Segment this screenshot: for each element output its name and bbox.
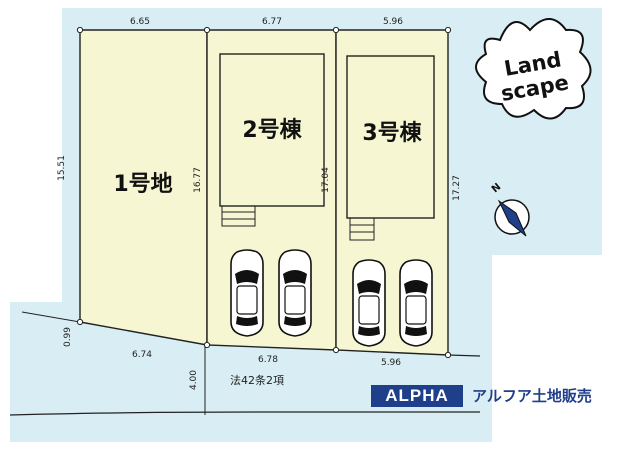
dim-top-lot2: 6.77 [262,17,282,27]
dim-top-lot3: 5.96 [383,17,403,27]
dim-left-lower: 0.99 [63,327,73,347]
parking-car-3 [352,259,386,347]
dim-bottom-lot2: 6.78 [258,355,278,365]
landscape-badge: Land scape [475,18,592,120]
lot-3-label: 3号棟 [362,120,422,146]
lot-1-label: 1号地 [113,172,172,197]
dim-road-width: 4.00 [189,370,199,390]
dim-bottom-lot1: 6.74 [132,350,152,360]
lot-2-area [206,29,337,351]
parking-car-2 [278,249,312,337]
building-2-footprint [219,53,325,207]
parking-car-1 [230,249,264,337]
cloud-shape [475,18,592,120]
alpha-logo: ALPHA [371,385,463,407]
dim-left-lot1: 15.51 [57,155,67,181]
entry-steps-2 [221,205,256,227]
compass: N [490,181,530,237]
dim-bottom-lot3: 5.96 [381,358,401,368]
parking-car-4 [399,259,433,347]
dim-right-lot3: 17.27 [452,175,462,201]
lot-2-label: 2号棟 [242,117,302,143]
entry-steps-3 [349,217,375,241]
building-3-footprint [346,55,435,219]
dim-top-lot1: 6.65 [130,17,150,27]
compass-needle [497,199,527,237]
company-name: アルフア土地販売 [472,387,592,405]
dim-divider-2-3: 17.04 [321,167,331,193]
dim-divider-1-2: 16.77 [193,167,203,193]
road-label: 法42条2項 [230,373,284,387]
